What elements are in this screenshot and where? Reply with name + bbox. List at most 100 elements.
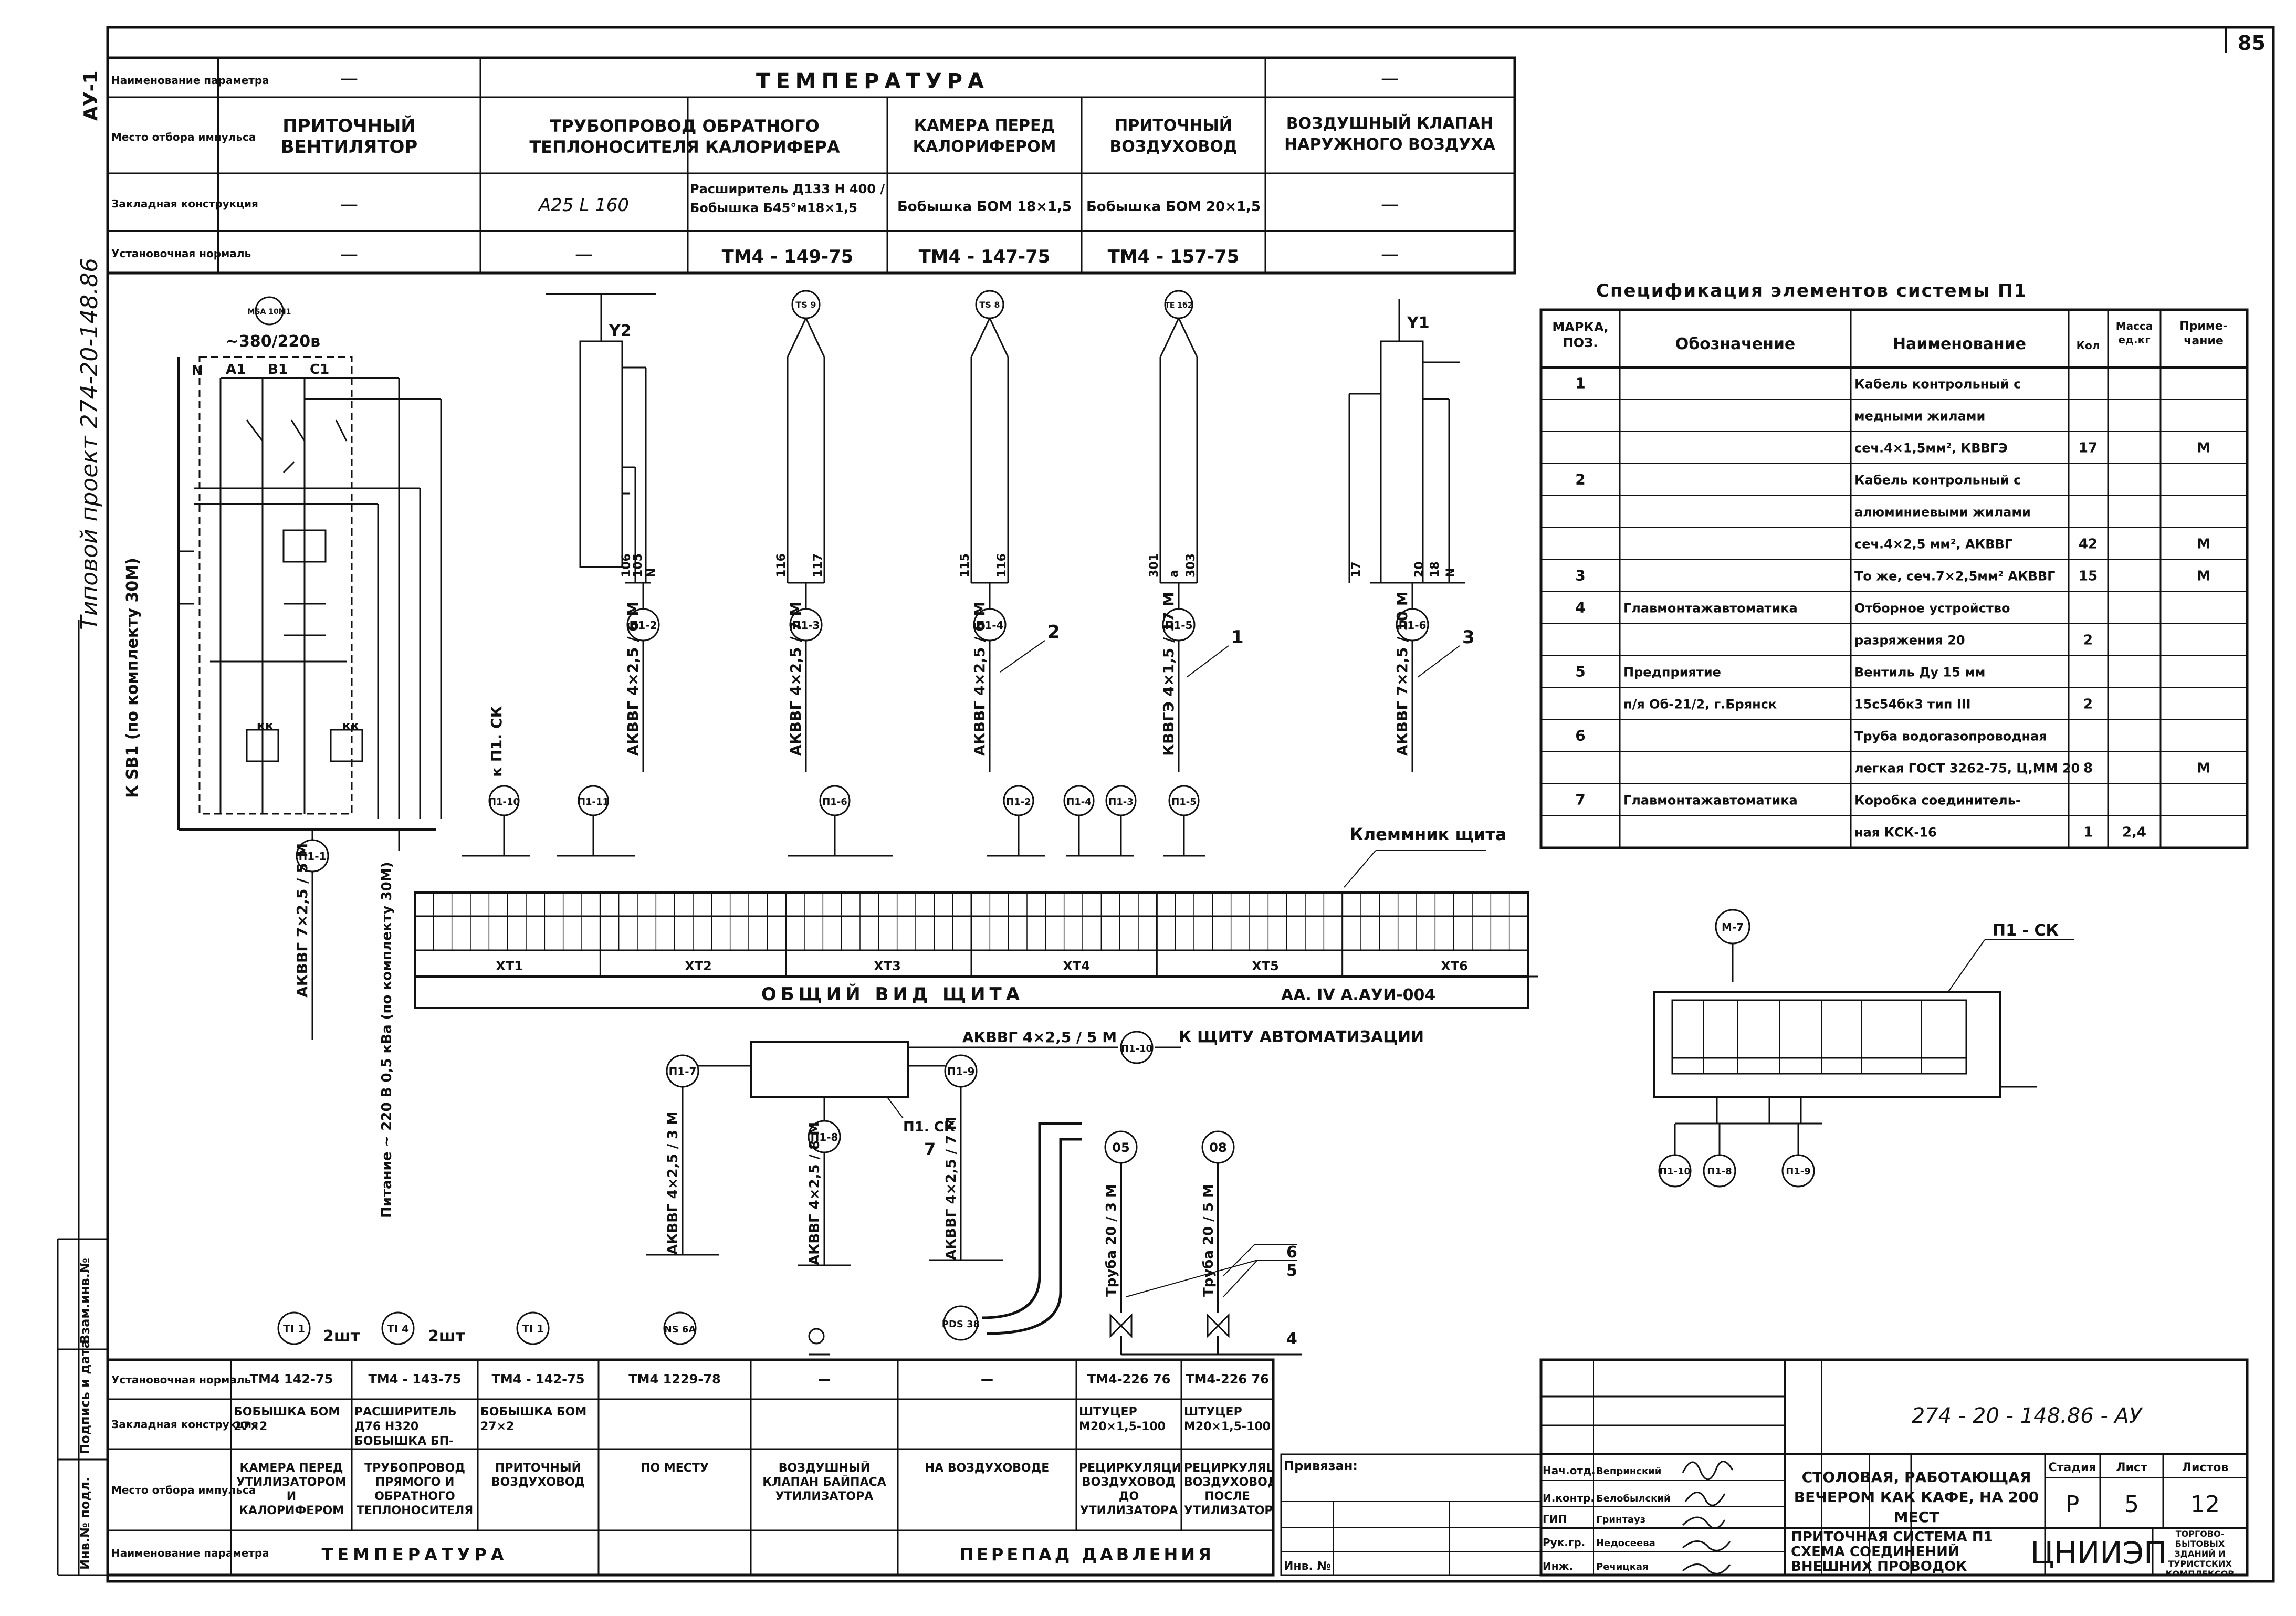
bottom-norm: ТМ4-226 76 [1087, 1372, 1171, 1387]
supply-label: ~380/220в [226, 332, 320, 351]
bottom-place-cell: На воздуховоде [925, 1462, 1050, 1475]
value-stage: Р [2066, 1491, 2080, 1518]
spec-cell: медными жилами [1854, 409, 1985, 424]
bottom-norm: ТМ4-226 76 [1186, 1372, 1269, 1387]
spec-header-note: Приме-чание [2179, 320, 2228, 348]
lower-cable-3: АКВВГ 4×2,5 / 7 М [943, 1117, 959, 1260]
valve-y2-tag: Y2 [609, 322, 632, 340]
top-row-label-param: Наименование параметра [111, 74, 269, 87]
title-sheet-title: Приточная система П1 Схема соединений вн… [1791, 1529, 1993, 1574]
tag-ns: NS 6А [664, 1324, 696, 1335]
terminal-group-xt5: XT5 [1252, 959, 1279, 973]
tag-ti1-b: TI 1 [522, 1323, 544, 1335]
title-code: 274 - 20 - 148.86 - АУ [1912, 1404, 2143, 1428]
top-embedded-4: Бобышка БОМ 20×1,5 [1086, 199, 1261, 215]
bottom-norm: — [818, 1372, 831, 1387]
cable-node-p1-3: П1-3 [792, 619, 820, 632]
ksk-node-p1-9: П1-9 [1786, 1166, 1811, 1177]
cable-node-p1-5b: П1-5 [1171, 796, 1197, 807]
cable-node-p1-11: П1-11 [578, 796, 609, 807]
cable-label-p1-1: АКВВГ 7×2,5 / 5 М [293, 843, 311, 998]
top-place-texts: Приточный вентилятор Трубопровод обратно… [281, 114, 1495, 158]
role-1: И.контр. [1543, 1492, 1595, 1504]
bottom-cells: ТМ4 142-75Бобышка БОМ 27×2Камера перед у… [234, 1372, 1272, 1517]
bottom-embedded-cell [752, 1401, 896, 1448]
spec-cell: 15 [2079, 569, 2098, 584]
k-sb-label: К SB1 (по комплекту 30М) [123, 558, 142, 798]
terminal-group-xt6: XT6 [1441, 959, 1468, 973]
cable-node-p1-4b: П1-4 [1066, 796, 1092, 807]
spec-cell: ная КСК-16 [1854, 825, 1937, 840]
spec-header-qty: Кол [2077, 339, 2100, 352]
project-code-vertical: Типовой проект 274-20-148.86 [76, 258, 103, 630]
phase-c1: C1 [310, 362, 329, 377]
bottom-place: По месту [641, 1462, 709, 1475]
spec-cell: 6 [1575, 727, 1585, 744]
org-sub: торгово-бытовых зданий и туристских комп… [2165, 1529, 2235, 1574]
bottom-norm-cell: ТМ4 1229-78 [628, 1372, 720, 1387]
spec-cell: легкая ГОСТ 3262-75, Ц,ММ 20 [1854, 761, 2080, 776]
terminal-strip [414, 891, 1538, 1009]
callout-1: 1 [1231, 627, 1244, 648]
spec-cell: Вентиль Ду 15 мм [1854, 665, 1985, 680]
bottom-norm-cell: — [981, 1372, 993, 1387]
spec-cell: 2 [2083, 633, 2093, 648]
top-embedded-1: A25 L 160 [538, 195, 629, 216]
bottom-param-pressure: ПЕРЕПАД ДАВЛЕНИЯ [959, 1545, 1214, 1565]
bottom-place-cell: Камера перед утилизатором и калорифером [236, 1462, 347, 1517]
tube-2: Труба 20 / 5 М [1201, 1184, 1217, 1297]
org-name: ЦНИИЭП [2030, 1535, 2167, 1571]
top-row-label-place: Место отбора импульса [111, 131, 256, 143]
spec-cell: 5 [1575, 663, 1585, 680]
spec-cell: 1 [1575, 375, 1585, 392]
callout-2: 2 [1047, 622, 1060, 643]
bottom-place: Рециркуляционный воздуховод до утилизато… [1079, 1462, 1180, 1517]
value-sheet: 5 [2124, 1491, 2139, 1518]
spec-cell: Кабель контрольный с [1854, 473, 2021, 488]
msa-tag: MSA 10М1 [248, 308, 291, 316]
wire-n: N [645, 568, 658, 578]
bottom-place: Рециркуляционный воздуховод после утилиз… [1184, 1462, 1272, 1517]
top-place-5: Воздушный клапан наружного воздуха [1284, 114, 1495, 154]
ksk-node-p1-8: П1-8 [1707, 1166, 1732, 1177]
cable-node-p1-1: П1-1 [299, 850, 327, 863]
spec-cell: сеч.4×1,5мм², КВВГЭ [1854, 441, 2008, 456]
top-param-temperature: ТЕМПЕРАТУРА [756, 69, 989, 93]
cable-node-p1-10: П1-10 [488, 796, 520, 807]
spec-header-designation: Обозначение [1675, 335, 1796, 353]
title-object: Столовая, работающая вечером как кафе, н… [1794, 1468, 2039, 1526]
top-place-2: Камера перед калорифером [913, 117, 1056, 156]
top-norm-1: — [575, 244, 593, 265]
role-3: Рук.гр. [1543, 1536, 1585, 1549]
bottom-norm-cell: ТМ4 - 142-75 [491, 1372, 584, 1387]
callout-5: 5 [1286, 1262, 1297, 1280]
top-norm-3: ТМ4 - 147-75 [919, 246, 1051, 267]
top-norm-0: — [340, 244, 358, 265]
spec-cell: 4 [1575, 599, 1585, 616]
spec-cell: М [2197, 440, 2210, 456]
bottom-embedded-cell [600, 1401, 749, 1448]
side-stamp: АУ-1 [80, 70, 102, 121]
wire-106: 106 [620, 553, 633, 578]
top-row-label-norm: Установочная нормаль [111, 247, 251, 260]
wire-301: 301 [1148, 553, 1161, 578]
node-p1-10: П1-10 [1121, 1043, 1152, 1054]
node-p1-7: П1-7 [669, 1065, 697, 1078]
bottom-place: Трубопровод прямого и обратного теплонос… [356, 1462, 474, 1517]
sheet-border [106, 26, 2275, 1583]
bottom-embedded [752, 1401, 896, 1409]
name-4: Речицкая [1596, 1561, 1649, 1572]
bottom-embedded-cell: Штуцер М20×1,5-100 [1184, 1405, 1271, 1433]
top-norm-2: ТМ4 - 149-75 [722, 246, 854, 267]
spec-header-mark: Марка, поз. [1552, 320, 1609, 350]
top-place-1: Трубопровод обратного теплоносителя кало… [529, 116, 840, 157]
bottom-norm-cell: — [818, 1372, 831, 1387]
cable-node-p1-2: П1-2 [630, 619, 657, 632]
bottom-place-cell: Рециркуляционный воздуховод после утилиз… [1184, 1462, 1272, 1517]
spec-cell: 1 [2083, 825, 2093, 841]
top-param-dash-right: — [1381, 68, 1399, 89]
bottom-place-cell: Рециркуляционный воздуховод до утилизато… [1079, 1462, 1180, 1517]
side-cell-replace: Взам.инв.№ [78, 1258, 92, 1344]
relay-contact-right: кк [342, 718, 360, 733]
cable-node-p1-3b: П1-3 [1108, 796, 1134, 807]
